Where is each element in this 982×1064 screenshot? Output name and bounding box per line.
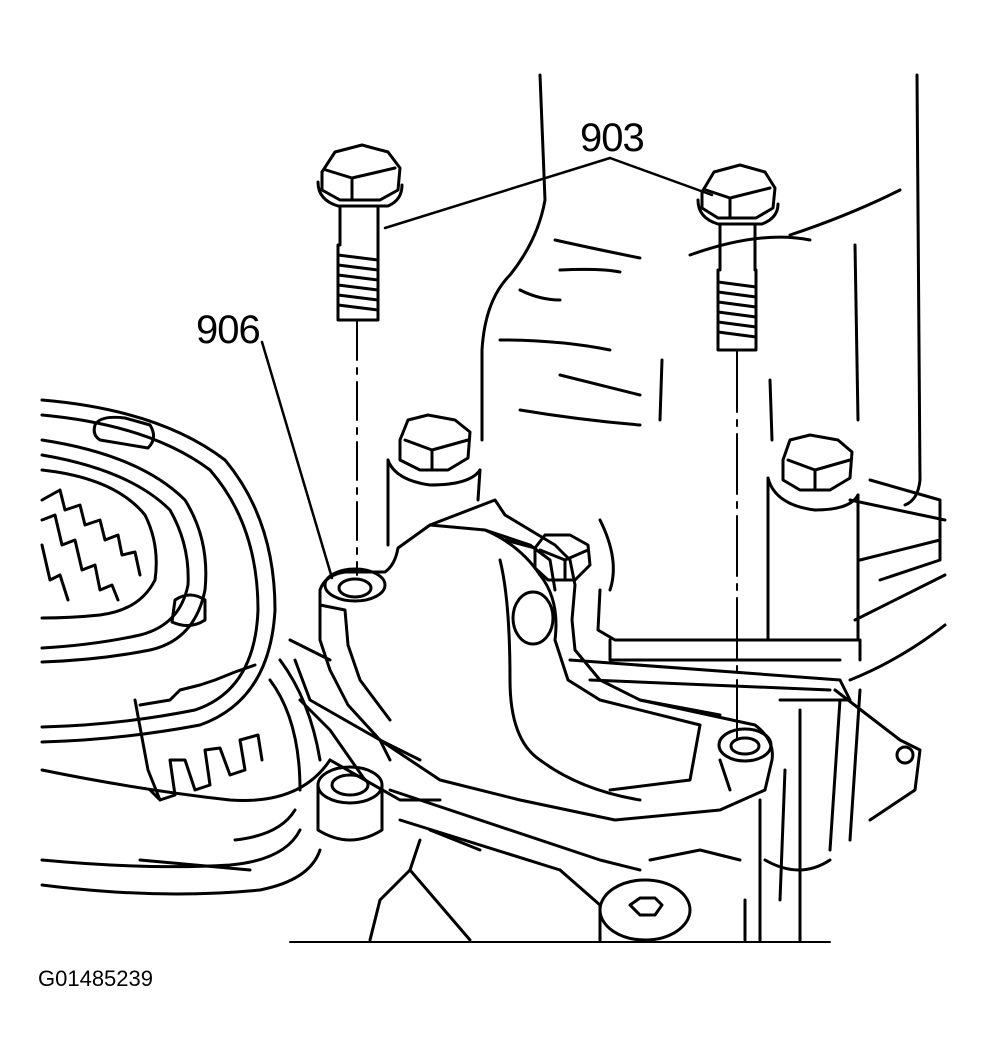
bracket-906 xyxy=(318,498,774,822)
bolt-903-right xyxy=(696,163,780,352)
bolt-903-left xyxy=(316,143,404,322)
gear-assembly xyxy=(40,398,332,896)
callout-906: 906 xyxy=(196,308,261,352)
mounting-flange xyxy=(288,588,862,942)
figure-id-label: G01485239 xyxy=(38,966,153,991)
standing-bolt-right xyxy=(766,433,860,642)
bracket-nut xyxy=(503,533,592,582)
transmission-housing xyxy=(480,73,947,942)
leader-lines xyxy=(260,156,714,580)
dowel-sleeve xyxy=(316,765,384,842)
standing-bolt-left xyxy=(386,413,482,547)
drain-plug xyxy=(598,878,692,942)
callout-903: 903 xyxy=(580,116,645,160)
